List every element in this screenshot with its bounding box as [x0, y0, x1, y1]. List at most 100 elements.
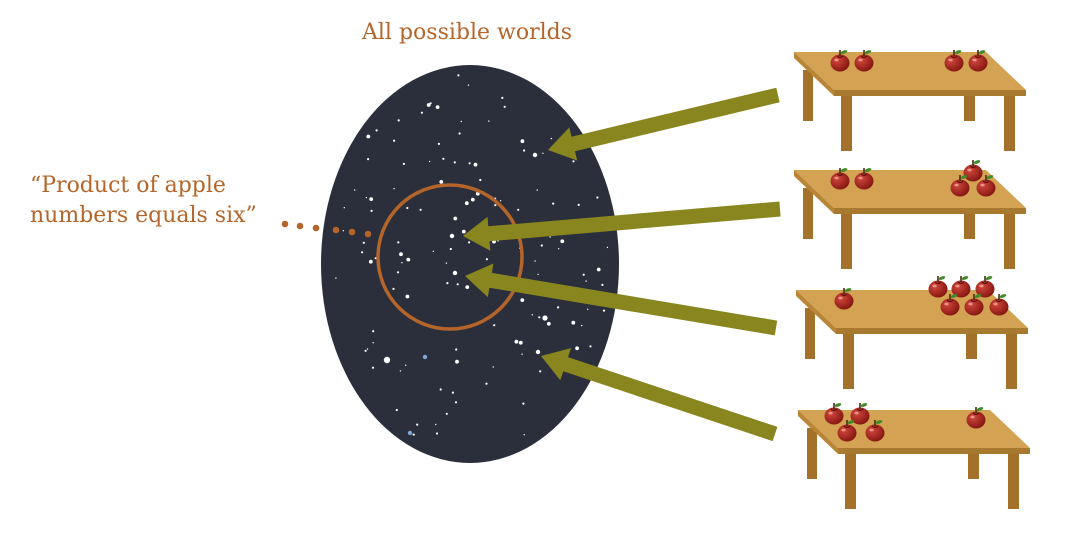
star: [368, 259, 373, 264]
apple-icon: [976, 175, 996, 197]
apple-icon: [854, 168, 874, 190]
apple-icon: [824, 403, 844, 425]
apple-icon: [966, 407, 986, 429]
apple-icon: [928, 276, 948, 298]
star: [522, 402, 525, 405]
star: [468, 241, 471, 244]
world-table-3: [796, 276, 1028, 389]
star: [412, 433, 415, 436]
star: [542, 315, 548, 321]
star: [596, 267, 601, 272]
star: [503, 105, 506, 108]
star: [449, 233, 455, 239]
star: [492, 366, 494, 368]
world-table-1: [794, 50, 1026, 151]
star: [501, 96, 504, 99]
apple-icon: [950, 175, 970, 197]
star: [546, 321, 551, 326]
star: [426, 103, 431, 107]
star: [451, 391, 454, 394]
star: [520, 139, 525, 144]
star: [581, 324, 583, 327]
star: [452, 270, 458, 276]
predicate-label-line-2: numbers equals six”: [30, 203, 257, 228]
star: [589, 345, 592, 348]
world-tables: [794, 50, 1030, 509]
world-table-4: [798, 403, 1030, 509]
star: [442, 157, 445, 160]
star: [439, 388, 442, 391]
star: [493, 324, 496, 327]
star: [405, 364, 407, 366]
apple-icon: [975, 276, 995, 298]
star: [435, 432, 439, 435]
star: [401, 262, 403, 264]
star: [393, 139, 396, 142]
star: [520, 298, 525, 302]
star: [374, 257, 377, 260]
apple-icon: [968, 50, 988, 72]
star: [366, 348, 369, 350]
diagram-title: All possible worlds: [362, 20, 573, 45]
star: [461, 229, 466, 234]
star: [523, 149, 526, 152]
star: [407, 430, 413, 436]
star: [494, 204, 497, 207]
star: [365, 196, 368, 199]
world-arrow-4: [541, 348, 778, 442]
star: [395, 408, 398, 412]
star: [497, 240, 499, 242]
star: [399, 370, 402, 372]
apple-icon: [850, 403, 870, 425]
star: [552, 202, 555, 205]
star: [538, 316, 541, 319]
star: [485, 258, 488, 261]
star: [468, 162, 471, 165]
star: [428, 160, 431, 163]
star: [449, 247, 452, 251]
star: [392, 287, 395, 290]
star: [488, 120, 490, 122]
star: [499, 200, 502, 202]
star: [432, 250, 434, 253]
star: [406, 257, 411, 262]
star: [397, 241, 400, 244]
star: [371, 366, 375, 369]
world-arrows: [463, 87, 781, 442]
star: [536, 189, 538, 191]
star: [445, 262, 448, 264]
star: [393, 187, 395, 190]
star: [518, 340, 523, 345]
star: [550, 137, 553, 140]
star: [454, 401, 458, 404]
star: [437, 142, 440, 145]
apple-icon: [989, 294, 1009, 316]
star: [517, 208, 520, 211]
apple-icon: [951, 276, 971, 298]
star: [479, 178, 482, 182]
world-arrow-3: [465, 263, 778, 336]
star: [383, 356, 391, 364]
star: [422, 354, 428, 360]
apple-icon: [830, 50, 850, 72]
star: [531, 314, 533, 316]
star: [396, 271, 400, 274]
star: [372, 330, 375, 333]
star: [369, 197, 374, 202]
star: [560, 239, 565, 244]
world-stars: [335, 74, 609, 436]
star: [582, 273, 585, 276]
apple-icon: [854, 50, 874, 72]
star: [572, 160, 575, 163]
star: [577, 203, 580, 206]
star: [342, 230, 344, 232]
star: [372, 342, 374, 344]
star: [457, 74, 460, 77]
star: [606, 246, 609, 249]
star: [362, 241, 365, 244]
star: [435, 423, 437, 426]
star: [557, 306, 560, 309]
possible-worlds-universe: [321, 65, 619, 463]
star: [473, 162, 478, 167]
